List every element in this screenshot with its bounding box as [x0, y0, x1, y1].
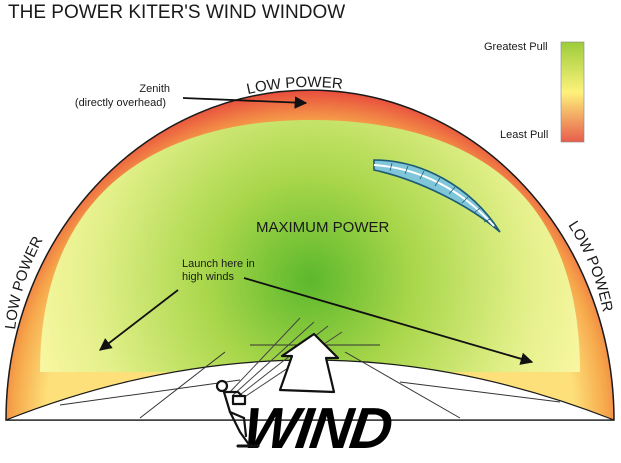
legend-gradient-bar [560, 41, 585, 143]
zenith-arrow [182, 96, 308, 109]
wind-arrow-icon [278, 332, 340, 394]
launch-label: Launch here in [182, 258, 255, 270]
pull-legend: Greatest Pull Least Pull [484, 41, 585, 143]
zenith-label: Zenith [139, 83, 170, 95]
wind-label: WIND [239, 396, 396, 461]
maximum-power-label: MAXIMUM POWER [256, 219, 389, 236]
kite-icon [373, 159, 501, 233]
legend-least-pull: Least Pull [500, 129, 548, 141]
launch-sublabel: high winds [182, 271, 234, 283]
launch-arrow-left [99, 289, 179, 351]
legend-greatest-pull: Greatest Pull [484, 41, 548, 53]
zenith-sublabel: (directly overhead) [75, 97, 166, 109]
page-title: THE POWER KITER'S WIND WINDOW [8, 2, 345, 23]
kiter-figure-icon [215, 379, 260, 448]
ground-perspective-lines [59, 344, 561, 419]
launch-arrow-right [243, 277, 534, 365]
